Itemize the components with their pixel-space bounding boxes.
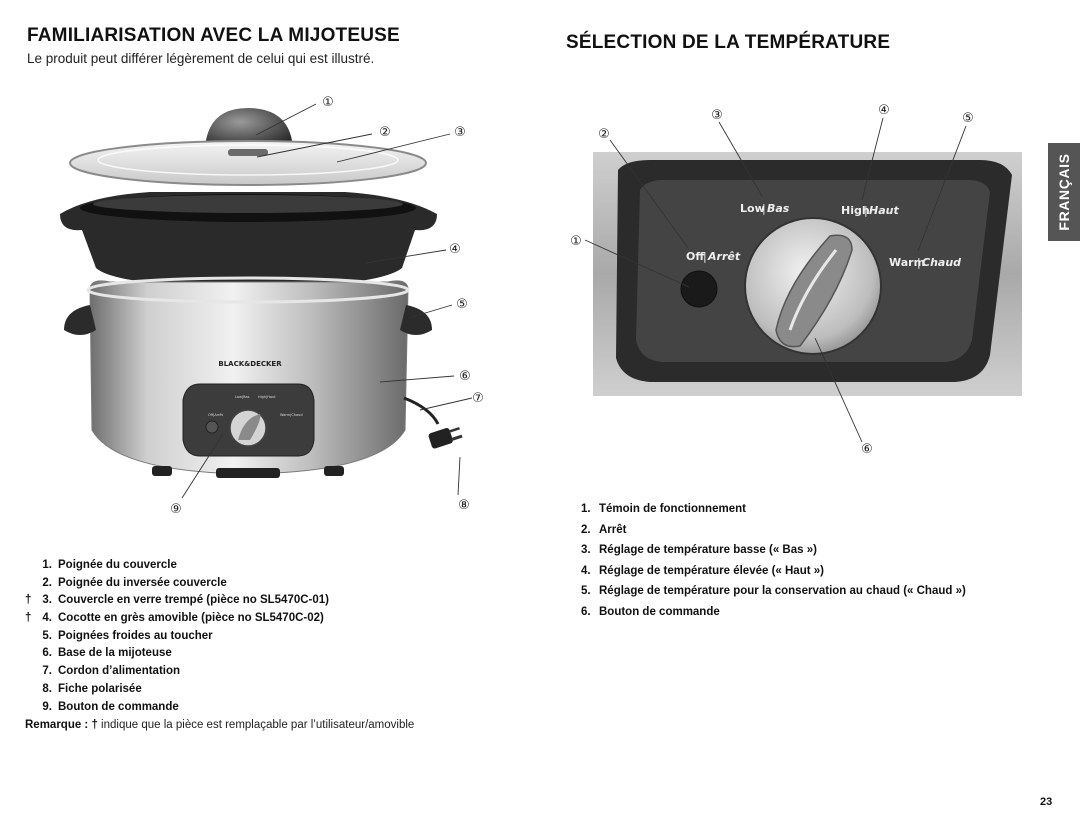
lid-handle: [205, 108, 293, 148]
note-label: Remarque : †: [25, 719, 98, 731]
callout-7: ⑦: [472, 391, 484, 406]
dial-label-high: High|Haut: [258, 395, 276, 399]
callout-6: ⑥: [861, 442, 873, 457]
slow-cooker-illustration: BLACK&DECKER Low|Bas High|Haut Off|Arrêt…: [60, 95, 484, 517]
section-title-temperature: SÉLECTION DE LA TEMPÉRATURE: [566, 32, 891, 53]
note-text: indique que la pièce est remplaçable par…: [97, 719, 415, 731]
list-item: 4.Réglage de température élevée (« Haut …: [581, 564, 824, 577]
section-title-familiarisation: FAMILIARISATION AVEC LA MIJOTEUSE: [27, 25, 400, 46]
list-item: †4.Cocotte en grès amovible (pièce no SL…: [25, 612, 324, 625]
callout-2: ②: [379, 125, 391, 140]
panel-label-off: Off: [686, 250, 704, 263]
list-item: 2.Poignée du inversée couvercle: [42, 576, 227, 589]
indicator-light: [680, 270, 718, 308]
callout-5: ⑤: [962, 111, 974, 126]
note: Remarque : † indique que la pièce est re…: [25, 719, 414, 731]
panel-label-high: High: [841, 204, 870, 217]
list-item: 1.Témoin de fonctionnement: [581, 503, 746, 515]
dial-label-warm: Warm|Chaud: [280, 413, 303, 417]
list-item: 3.Réglage de température basse (« Bas »): [581, 544, 817, 556]
callout-6: ⑥: [459, 369, 471, 384]
list-item: 5.Réglage de température pour la conserv…: [581, 585, 966, 597]
panel-label-warm: Warm: [889, 256, 925, 269]
list-item: 8.Fiche polarisée: [42, 682, 142, 695]
callout-4: ④: [878, 103, 890, 118]
dial-label-low: Low|Bas: [235, 395, 250, 399]
panel-label-high-fr: Haut: [869, 204, 899, 217]
list-item: 6.Bouton de commande: [581, 605, 720, 618]
callout-2: ②: [598, 127, 610, 142]
callout-5: ⑤: [456, 297, 468, 312]
list-item: †3.Couvercle en verre trempé (pièce no S…: [25, 594, 330, 607]
dial-label-off: Off|Arrêt: [208, 413, 224, 417]
callout-4: ④: [449, 242, 461, 257]
list-item: 7.Cordon d’alimentation: [42, 665, 181, 678]
list-item: 1.Poignée du couvercle: [42, 559, 177, 571]
section-subtitle: Le produit peut différer légèrement de c…: [27, 51, 375, 66]
callout-1: ①: [570, 234, 582, 249]
callout-3: ③: [711, 108, 723, 123]
callout-1: ①: [322, 95, 334, 110]
svg-text:|: |: [762, 202, 766, 215]
callout-3: ③: [454, 125, 466, 140]
panel-label-low: Low: [740, 202, 765, 215]
language-tab[interactable]: FRANÇAIS: [1048, 143, 1080, 241]
callout-9: ⑨: [170, 502, 182, 517]
list-item: 5.Poignées froides au toucher: [42, 629, 213, 642]
list-item: 9.Bouton de commande: [42, 700, 179, 713]
panel-label-off-fr: Arrêt: [707, 250, 741, 263]
brand-logo: BLACK&DECKER: [218, 360, 282, 368]
panel-label-low-fr: Bas: [767, 202, 790, 215]
svg-text:|: |: [917, 256, 921, 269]
list-item: 6.Base de la mijoteuse: [42, 647, 172, 660]
svg-text:|: |: [703, 250, 707, 263]
temperature-list: 1.Témoin de fonctionnement 2.Arrêt 3.Rég…: [581, 499, 966, 622]
control-panel-illustration: Low | Bas High | Haut Off | Arrêt Warm |…: [570, 103, 1022, 457]
svg-text:|: |: [864, 204, 868, 217]
list-item: 2.Arrêt: [581, 523, 627, 536]
page-number: 23: [1040, 796, 1053, 808]
callout-8: ⑧: [458, 498, 470, 513]
parts-list: 1.Poignée du couvercle 2.Poignée du inve…: [25, 557, 329, 716]
panel-label-warm-fr: Chaud: [922, 256, 961, 269]
